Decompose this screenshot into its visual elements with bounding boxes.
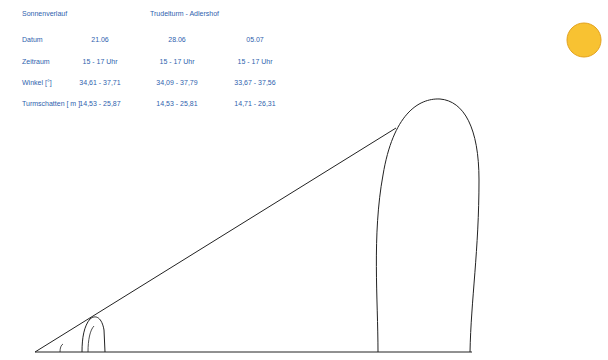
sun-ray [35, 128, 396, 352]
sun [567, 23, 601, 57]
cell: 14,53 - 25,81 [156, 100, 197, 107]
cell: 34,61 - 37,71 [79, 79, 120, 86]
tower-large [376, 99, 479, 352]
cell: 15 - 17 Uhr [82, 58, 117, 65]
tower-small [82, 317, 105, 352]
tower-small-detail [88, 326, 94, 352]
cell: 33,67 - 37,56 [234, 79, 275, 86]
location-title: Trudelturm - Adlershof [150, 10, 219, 17]
row-heading: Turmschatten [ m ] [22, 100, 80, 107]
cell: 14,53 - 25,87 [79, 100, 120, 107]
row-heading: Datum [22, 36, 43, 43]
angle-arc [60, 344, 63, 352]
row-heading: Winkel [°] [22, 79, 52, 86]
chart-title: Sonnenverlauf [22, 10, 67, 17]
cell: 15 - 17 Uhr [159, 58, 194, 65]
cell: 15 - 17 Uhr [237, 58, 272, 65]
cell: 14,71 - 26,31 [234, 100, 275, 107]
cell: 28.06 [168, 36, 186, 43]
cell: 21.06 [91, 36, 109, 43]
cell: 34,09 - 37,79 [156, 79, 197, 86]
ground-line [35, 352, 472, 353]
cell: 05.07 [246, 36, 264, 43]
row-heading: Zeitraum [22, 58, 50, 65]
